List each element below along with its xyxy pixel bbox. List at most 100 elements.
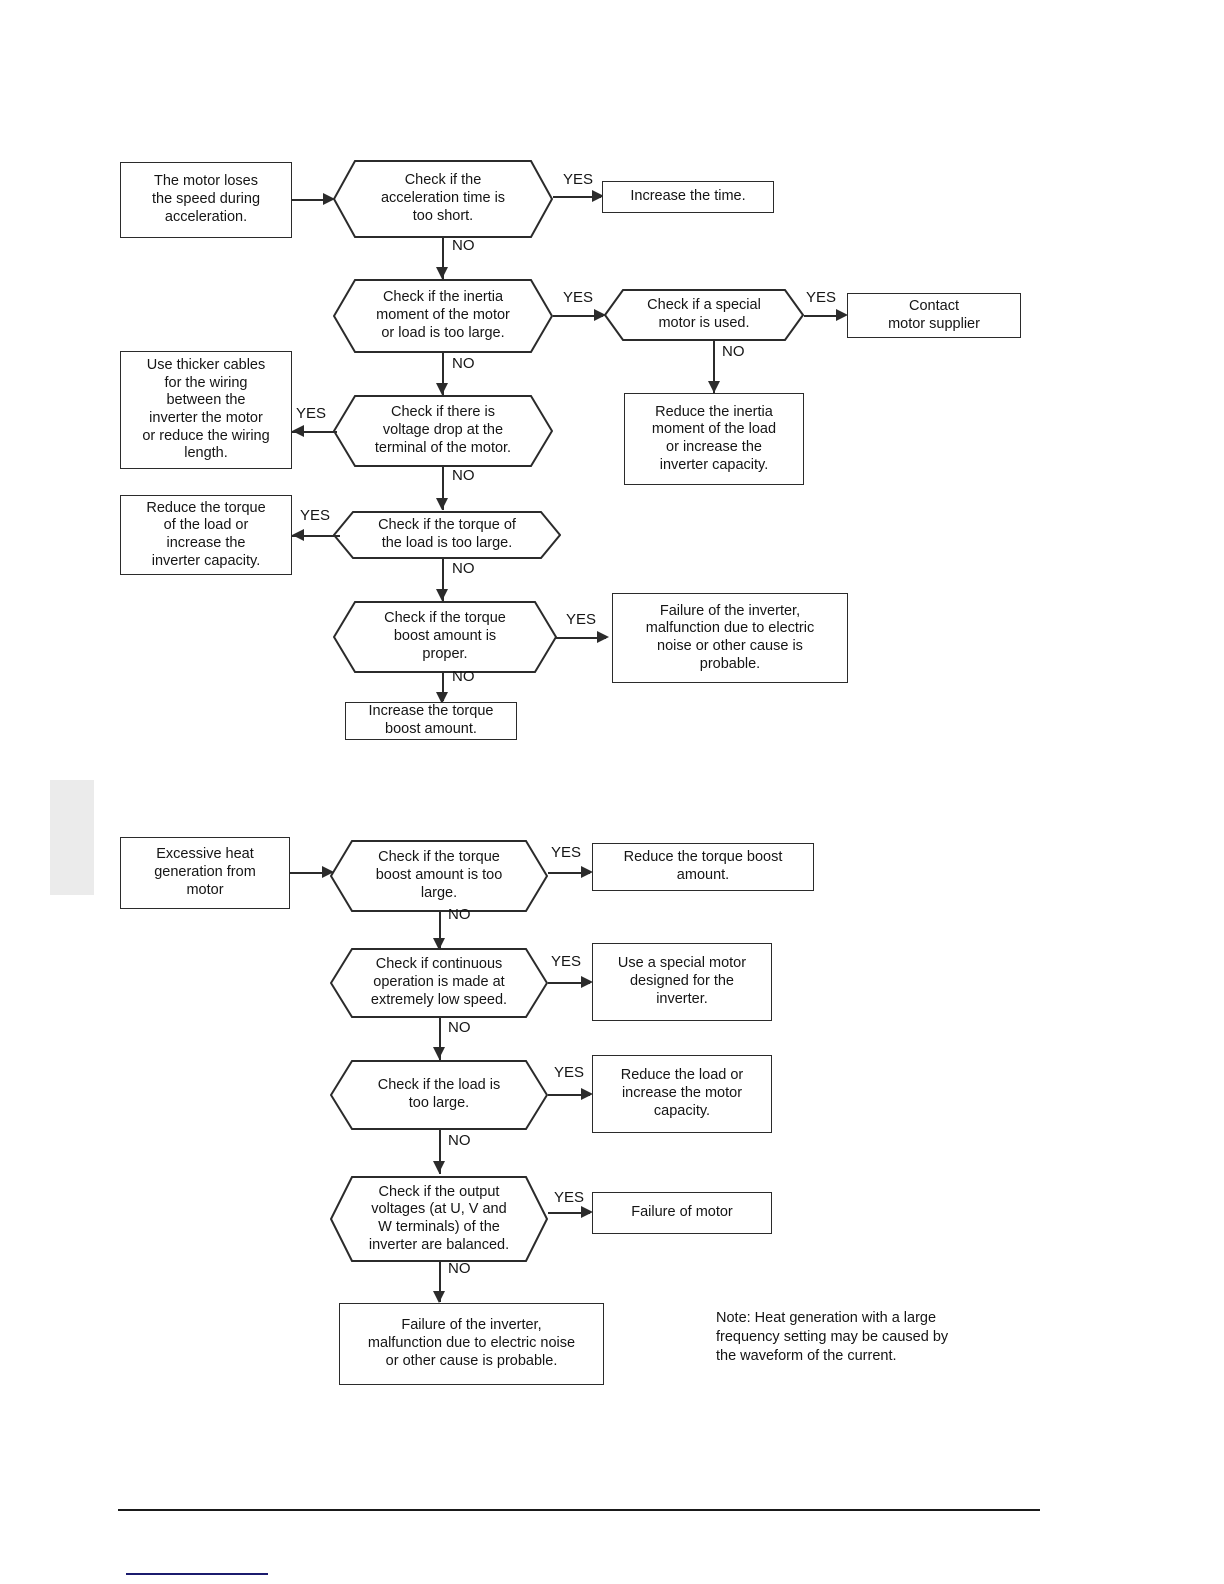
decision-voltage-drop-label: Check if there is voltage drop at the te… xyxy=(374,404,512,456)
connector-voltage-drop-yes xyxy=(292,431,337,433)
arrowhead-load-too-large-yes xyxy=(581,1088,593,1100)
action-reduce-load: Reduce the load or increase the motor ca… xyxy=(592,1055,772,1133)
edge-label-no-load-too-large: NO xyxy=(448,1132,471,1149)
edge-label-yes-special-motor: YES xyxy=(806,289,837,306)
action-increase-torque-boost: Increase the torque boost amount. xyxy=(345,702,517,740)
connector-special-motor-no xyxy=(713,341,715,393)
decision-continuous-low-speed-label: Check if continuous operation is made at… xyxy=(370,956,508,1008)
decision-torque-boost-too-large-label: Check if the torque boost amount is too … xyxy=(375,849,503,901)
arrowhead-torque-of-load-no xyxy=(436,589,448,601)
edge-label-no-output-voltages: NO xyxy=(448,1260,471,1277)
connector-torque-of-load-yes xyxy=(292,535,340,537)
decision-output-voltages-balanced: Check if the output voltages (at U, V an… xyxy=(330,1176,548,1262)
action-use-thicker-cables: Use thicker cables for the wiring betwee… xyxy=(120,351,292,469)
edge-label-yes-inertia: YES xyxy=(563,289,594,306)
decision-torque-boost-too-large: Check if the torque boost amount is too … xyxy=(330,840,548,912)
edge-label-yes-voltage-drop: YES xyxy=(296,405,327,422)
connector-torque-boost-too-large-no xyxy=(439,911,441,951)
connector-output-voltages-yes xyxy=(548,1212,590,1214)
arrowhead-accel-time-yes xyxy=(592,190,604,202)
action-use-special-motor-for-inverter: Use a special motor designed for the inv… xyxy=(592,943,772,1021)
edge-label-no-voltage-drop: NO xyxy=(452,467,475,484)
arrowhead-torque-boost-too-large-yes xyxy=(581,866,593,878)
decision-continuous-low-speed: Check if continuous operation is made at… xyxy=(330,948,548,1018)
connector-inertia-no xyxy=(442,353,444,395)
arrowhead-start-to-accel-time xyxy=(323,193,335,205)
decision-inertia-moment: Check if the inertia moment of the motor… xyxy=(333,279,553,353)
edge-label-yes-torque-boost-too-large: YES xyxy=(551,844,582,861)
connector-special-motor-yes xyxy=(804,315,844,317)
note-heat-generation: Note: Heat generation with a large frequ… xyxy=(716,1310,949,1365)
action-inverter-failure-1: Failure of the inverter, malfunction due… xyxy=(612,593,848,683)
decision-load-too-large-label: Check if the load is too large. xyxy=(377,1077,501,1111)
decision-accel-time-label: Check if the acceleration time is too sh… xyxy=(380,172,506,224)
edge-label-no-inertia: NO xyxy=(452,355,475,372)
footer-rule xyxy=(118,1509,1040,1511)
connector-torque-boost-proper-yes xyxy=(556,637,606,639)
connector-voltage-drop-no xyxy=(442,467,444,510)
arrowhead-voltage-drop-no xyxy=(436,498,448,510)
decision-voltage-drop: Check if there is voltage drop at the te… xyxy=(333,395,553,467)
edge-label-no-continuous-low-speed: NO xyxy=(448,1019,471,1036)
action-reduce-torque-boost: Reduce the torque boost amount. xyxy=(592,843,814,891)
connector-start2-to-torque-boost-large xyxy=(290,872,330,874)
action-inverter-failure-2: Failure of the inverter, malfunction due… xyxy=(339,1303,604,1385)
edge-label-yes-accel-time: YES xyxy=(563,171,594,188)
decision-load-too-large: Check if the load is too large. xyxy=(330,1060,548,1130)
footer-navy-rule xyxy=(126,1573,268,1575)
action-increase-time: Increase the time. xyxy=(602,181,774,213)
arrowhead-inertia-yes xyxy=(594,309,606,321)
arrowhead-voltage-drop-yes xyxy=(292,425,304,437)
arrowhead-continuous-low-speed-yes xyxy=(581,976,593,988)
action-reduce-inertia-moment: Reduce the inertia moment of the load or… xyxy=(624,393,804,485)
edge-label-no-torque-boost-too-large: NO xyxy=(448,906,471,923)
arrowhead-inertia-no xyxy=(436,383,448,395)
arrowhead-accel-time-no xyxy=(436,267,448,279)
connector-continuous-low-speed-no xyxy=(439,1018,441,1060)
decision-torque-of-load: Check if the torque of the load is too l… xyxy=(333,511,561,559)
arrowhead-torque-of-load-yes xyxy=(292,529,304,541)
connector-load-too-large-yes xyxy=(548,1094,590,1096)
arrowhead-output-voltages-no xyxy=(433,1291,445,1303)
action-reduce-torque-of-load: Reduce the torque of the load or increas… xyxy=(120,495,292,575)
decision-special-motor: Check if a special motor is used. xyxy=(604,289,804,341)
arrowhead-special-motor-yes xyxy=(836,309,848,321)
decision-accel-time: Check if the acceleration time is too sh… xyxy=(333,160,553,238)
connector-inertia-yes xyxy=(553,315,603,317)
connector-continuous-low-speed-yes xyxy=(548,982,590,984)
decision-output-voltages-balanced-label: Check if the output voltages (at U, V an… xyxy=(368,1183,510,1253)
connector-start-to-accel-time xyxy=(292,199,330,201)
edge-label-yes-load-too-large: YES xyxy=(554,1064,585,1081)
edge-label-yes-torque-of-load: YES xyxy=(300,507,331,524)
connector-torque-of-load-no xyxy=(442,559,444,601)
decision-torque-boost-proper-label: Check if the torque boost amount is prop… xyxy=(384,610,506,662)
decision-inertia-moment-label: Check if the inertia moment of the motor… xyxy=(376,289,510,341)
connector-accel-time-yes xyxy=(553,196,601,198)
start-excessive-heat-generation: Excessive heat generation from motor xyxy=(120,837,290,909)
edge-label-yes-output-voltages: YES xyxy=(554,1189,585,1206)
decision-torque-boost-proper: Check if the torque boost amount is prop… xyxy=(333,601,557,673)
action-failure-of-motor: Failure of motor xyxy=(592,1192,772,1234)
page-side-tab xyxy=(50,780,94,895)
arrowhead-load-too-large-no xyxy=(433,1161,445,1173)
edge-label-yes-continuous-low-speed: YES xyxy=(551,953,582,970)
arrowhead-torque-boost-proper-no xyxy=(436,692,448,704)
decision-special-motor-label: Check if a special motor is used. xyxy=(647,297,761,331)
connector-load-too-large-no xyxy=(439,1130,441,1174)
arrowhead-torque-boost-proper-yes xyxy=(597,631,609,643)
connector-torque-boost-too-large-yes xyxy=(548,872,590,874)
arrowhead-output-voltages-yes xyxy=(581,1206,593,1218)
edge-label-no-accel-time: NO xyxy=(452,237,475,254)
arrowhead-torque-boost-too-large-no xyxy=(433,938,445,950)
edge-label-no-special-motor: NO xyxy=(722,343,745,360)
connector-output-voltages-no xyxy=(439,1262,441,1302)
connector-accel-time-no xyxy=(442,238,444,280)
action-contact-motor-supplier: Contact motor supplier xyxy=(847,293,1021,338)
start-motor-loses-speed: The motor loses the speed during acceler… xyxy=(120,162,292,238)
edge-label-yes-torque-boost-proper: YES xyxy=(566,611,597,628)
decision-torque-of-load-label: Check if the torque of the load is too l… xyxy=(378,517,516,551)
arrowhead-special-motor-no xyxy=(708,381,720,393)
connector-torque-boost-proper-no xyxy=(442,673,444,701)
arrowhead-continuous-low-speed-no xyxy=(433,1047,445,1059)
